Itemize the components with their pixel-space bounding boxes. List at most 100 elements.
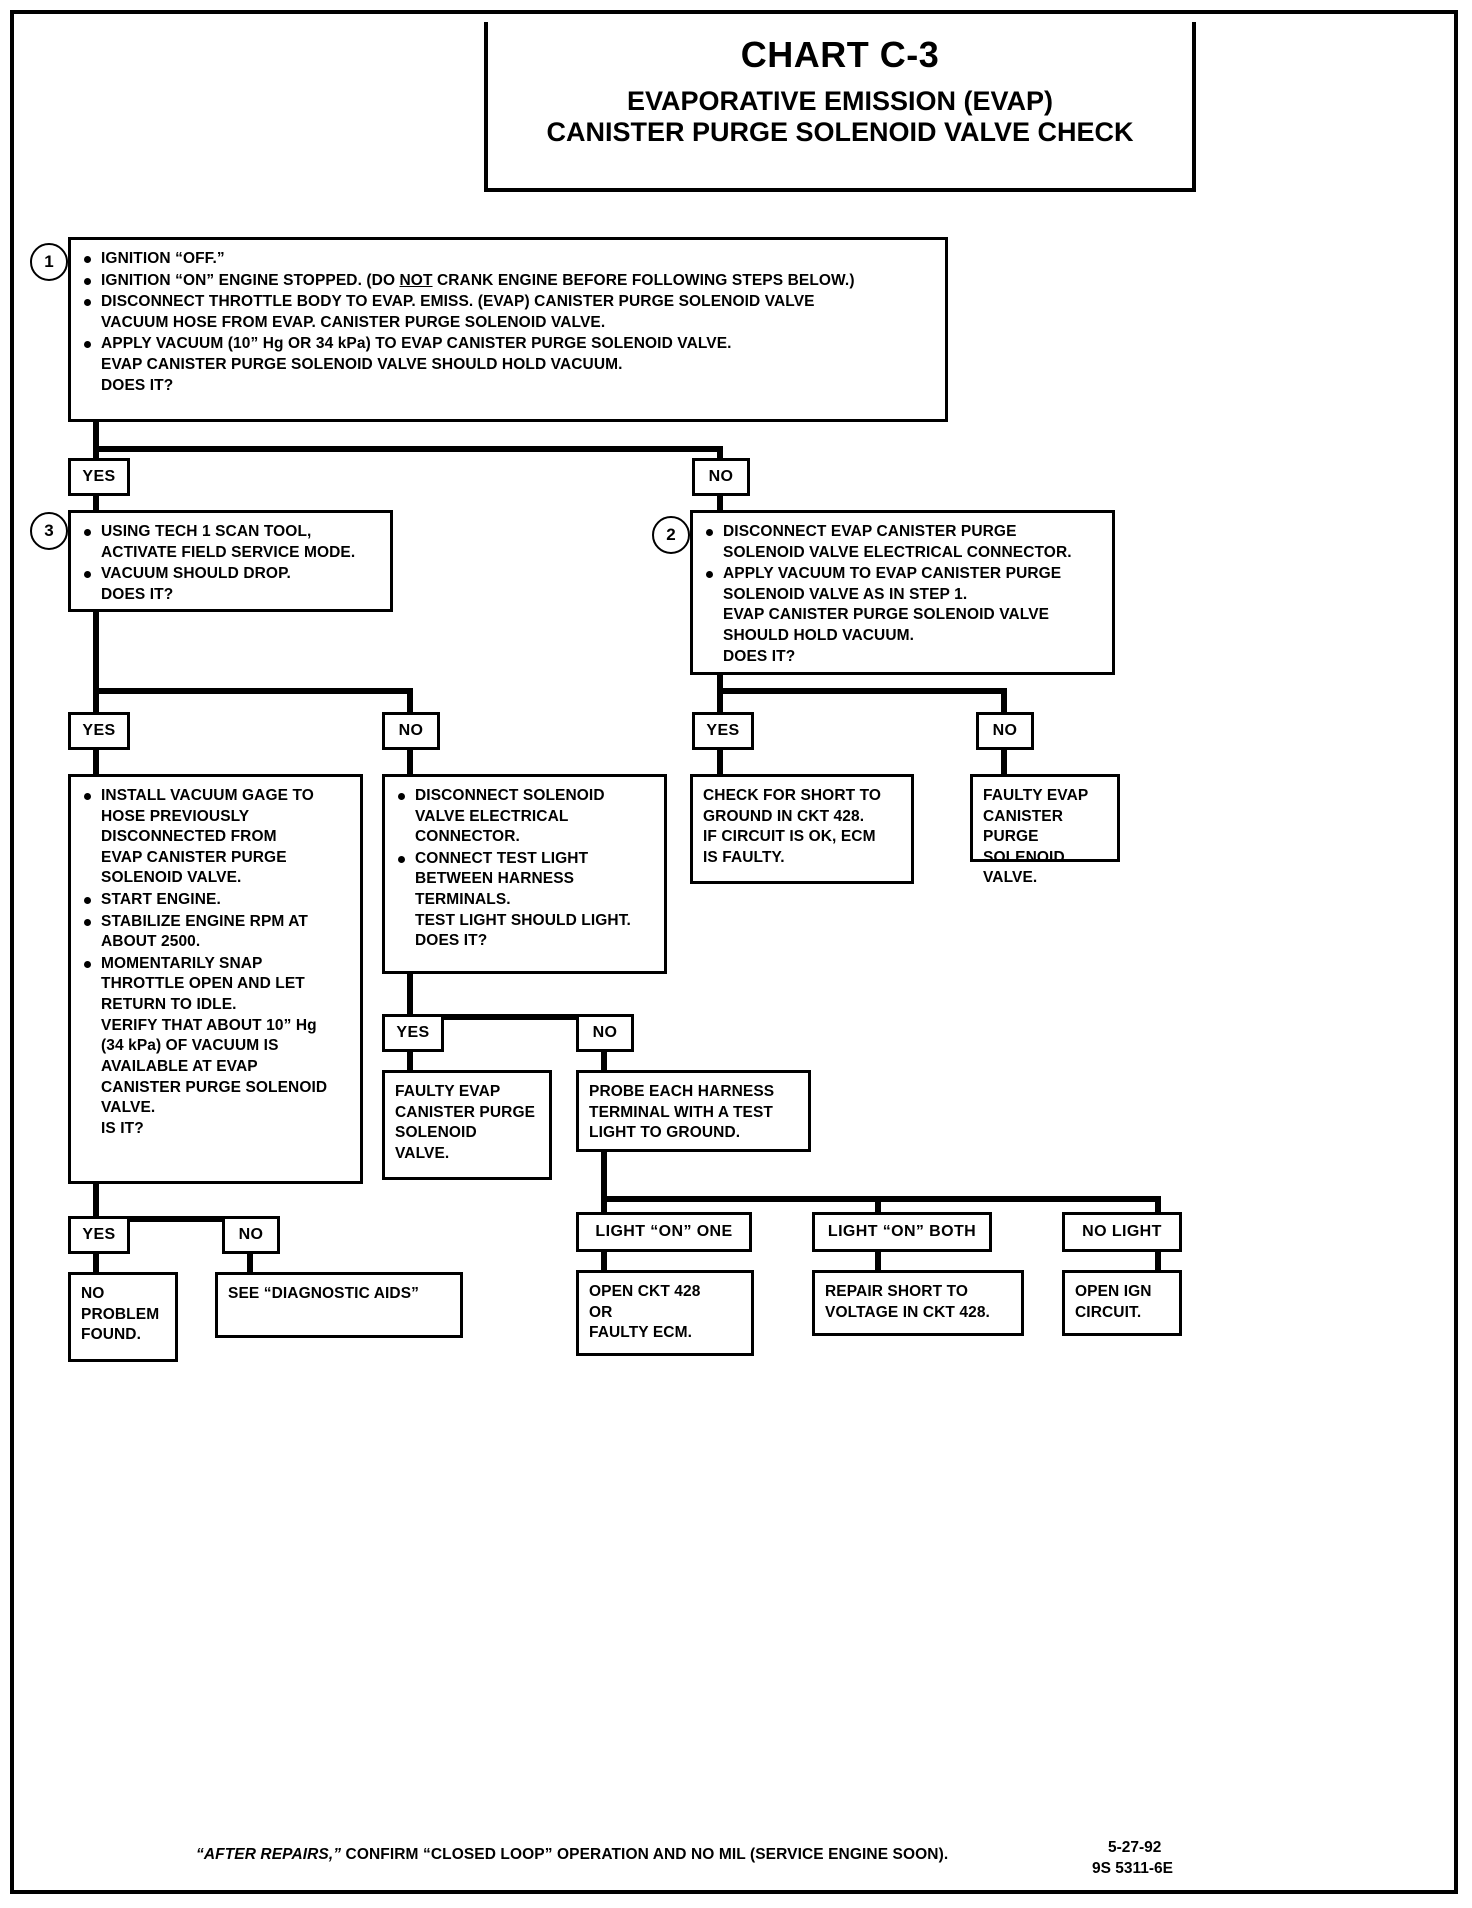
- branch-light-on-one[interactable]: LIGHT “ON” ONE: [576, 1212, 752, 1252]
- branch-no-light[interactable]: NO LIGHT: [1062, 1212, 1182, 1252]
- footer-note-italic: “AFTER REPAIRS,”: [196, 1846, 342, 1863]
- list-item: IGNITION “OFF.”: [71, 249, 939, 270]
- connector: [93, 446, 99, 462]
- connector: [1155, 1250, 1161, 1272]
- box-probe-each-harness-text: PROBE EACH HARNESS TERMINAL WITH A TEST …: [589, 1083, 775, 1142]
- b2-underline: NOT: [399, 271, 433, 289]
- box-no-problem-found: NO PROBLEM FOUND.: [68, 1272, 178, 1362]
- b2-post: CRANK ENGINE BEFORE FOLLOWING STEPS BELO…: [432, 271, 855, 289]
- footer-note-rest: CONFIRM “CLOSED LOOP” OPERATION AND NO M…: [341, 1846, 949, 1863]
- list-item: CONNECT TEST LIGHT BETWEEN HARNESS TERMI…: [385, 849, 658, 952]
- branch-yes-vacuum-available[interactable]: YES: [68, 1216, 130, 1254]
- branch-yes-test-light[interactable]: YES: [382, 1014, 444, 1052]
- chart-id: CHART C-3: [740, 34, 940, 75]
- list-item: DISCONNECT EVAP CANISTER PURGE SOLENOID …: [693, 522, 1106, 563]
- title-block: CHART C-3 EVAPORATIVE EMISSION (EVAP) CA…: [484, 22, 1196, 192]
- list-item: INSTALL VACUUM GAGE TO HOSE PREVIOUSLY D…: [71, 786, 354, 889]
- connector: [93, 446, 723, 452]
- footer-note: “AFTER REPAIRS,” CONFIRM “CLOSED LOOP” O…: [196, 1846, 948, 1864]
- connector: [407, 1014, 607, 1020]
- list-item: APPLY VACUUM (10” Hg OR 34 kPa) TO EVAP …: [71, 334, 939, 396]
- chart-title-line2: CANISTER PURGE SOLENOID VALVE CHECK: [546, 117, 1134, 148]
- list-item: APPLY VACUUM TO EVAP CANISTER PURGE SOLE…: [693, 564, 1106, 667]
- box-open-ign-circuit: OPEN IGN CIRCUIT.: [1062, 1270, 1182, 1336]
- connector: [1001, 688, 1007, 714]
- box-repair-short-to-voltage: REPAIR SHORT TO VOLTAGE IN CKT 428.: [812, 1270, 1024, 1336]
- connector: [93, 494, 99, 514]
- connector: [601, 1152, 607, 1226]
- box-see-diagnostic-aids: SEE “DIAGNOSTIC AIDS”: [215, 1272, 463, 1338]
- connector: [247, 1252, 253, 1274]
- connector: [93, 612, 99, 694]
- box-no-problem-found-text: NO PROBLEM FOUND.: [81, 1285, 160, 1344]
- list-item: MOMENTARILY SNAP THROTTLE OPEN AND LET R…: [71, 954, 354, 1139]
- box-open-ckt-428: OPEN CKT 428 OR FAULTY ECM.: [576, 1270, 754, 1356]
- connector: [717, 494, 723, 514]
- page-border: [10, 10, 1458, 1894]
- branch-yes-step1[interactable]: YES: [68, 458, 130, 496]
- list-item: VACUUM SHOULD DROP. DOES IT?: [71, 564, 384, 605]
- connector: [601, 1050, 607, 1072]
- branch-no-step1[interactable]: NO: [692, 458, 750, 496]
- connector: [601, 1196, 607, 1214]
- box-step-3: USING TECH 1 SCAN TOOL, ACTIVATE FIELD S…: [68, 510, 393, 612]
- connector: [407, 688, 413, 714]
- connector: [93, 422, 99, 452]
- footer-code: 9S 5311-6E: [1092, 1860, 1174, 1877]
- box-repair-short-text: REPAIR SHORT TO VOLTAGE IN CKT 428.: [825, 1283, 990, 1321]
- step-marker-2: 2: [652, 516, 690, 554]
- chart-title-line1: EVAPORATIVE EMISSION (EVAP): [626, 86, 1054, 116]
- box-install-vacuum-gage: INSTALL VACUUM GAGE TO HOSE PREVIOUSLY D…: [68, 774, 363, 1184]
- connector: [93, 1184, 99, 1222]
- connector: [407, 974, 413, 1020]
- box-faulty-evap-mid-text: FAULTY EVAP CANISTER PURGE SOLENOID VALV…: [395, 1083, 536, 1162]
- footer-date: 5-27-92: [1108, 1839, 1162, 1856]
- connector: [93, 1252, 99, 1274]
- connector: [93, 688, 413, 694]
- connector: [93, 1216, 253, 1222]
- b2-pre: IGNITION “ON” ENGINE STOPPED. (DO: [101, 271, 400, 289]
- box-check-short-text: CHECK FOR SHORT TO GROUND IN CKT 428. IF…: [703, 787, 882, 866]
- box-faulty-evap-right-text: FAULTY EVAP CANISTER PURGE SOLENOID VALV…: [983, 787, 1089, 887]
- box-step-2: DISCONNECT EVAP CANISTER PURGE SOLENOID …: [690, 510, 1115, 675]
- branch-no-vacuum-available[interactable]: NO: [222, 1216, 280, 1254]
- step-marker-3: 3: [30, 512, 68, 550]
- box-see-diagnostic-aids-text: SEE “DIAGNOSTIC AIDS”: [228, 1285, 419, 1302]
- box-check-short-to-ground: CHECK FOR SHORT TO GROUND IN CKT 428. IF…: [690, 774, 914, 884]
- list-item: DISCONNECT SOLENOID VALVE ELECTRICAL CON…: [385, 786, 658, 848]
- box-step-1-list: IGNITION “OFF.” IGNITION “ON” ENGINE STO…: [71, 240, 945, 403]
- connector: [717, 446, 723, 462]
- connector: [1001, 748, 1007, 776]
- branch-no-step3[interactable]: NO: [382, 712, 440, 750]
- connector: [875, 1250, 881, 1272]
- connector: [717, 748, 723, 776]
- connector: [875, 1196, 881, 1214]
- list-item: STABILIZE ENGINE RPM AT ABOUT 2500.: [71, 912, 354, 953]
- branch-no-test-light[interactable]: NO: [576, 1014, 634, 1052]
- box-install-vacuum-gage-list: INSTALL VACUUM GAGE TO HOSE PREVIOUSLY D…: [71, 777, 360, 1146]
- box-step-1: IGNITION “OFF.” IGNITION “ON” ENGINE STO…: [68, 237, 948, 422]
- connector: [93, 688, 99, 714]
- connector: [717, 688, 1007, 694]
- branch-yes-step3[interactable]: YES: [68, 712, 130, 750]
- box-open-ckt-428-text: OPEN CKT 428 OR FAULTY ECM.: [589, 1283, 701, 1342]
- box-open-ign-circuit-text: OPEN IGN CIRCUIT.: [1075, 1283, 1152, 1321]
- list-item: START ENGINE.: [71, 890, 354, 911]
- branch-no-step2[interactable]: NO: [976, 712, 1034, 750]
- connector: [407, 1050, 413, 1072]
- step-marker-1: 1: [30, 243, 68, 281]
- box-step-3-list: USING TECH 1 SCAN TOOL, ACTIVATE FIELD S…: [71, 513, 390, 612]
- connector: [1155, 1196, 1161, 1214]
- box-probe-each-harness: PROBE EACH HARNESS TERMINAL WITH A TEST …: [576, 1070, 811, 1152]
- connector: [407, 748, 413, 776]
- branch-yes-step2[interactable]: YES: [692, 712, 754, 750]
- box-step-2-list: DISCONNECT EVAP CANISTER PURGE SOLENOID …: [693, 513, 1112, 674]
- box-disconnect-solenoid-list: DISCONNECT SOLENOID VALVE ELECTRICAL CON…: [385, 777, 664, 959]
- connector: [93, 748, 99, 776]
- list-item: IGNITION “ON” ENGINE STOPPED. (DO NOT CR…: [71, 271, 939, 292]
- box-disconnect-solenoid-valve: DISCONNECT SOLENOID VALVE ELECTRICAL CON…: [382, 774, 667, 974]
- connector: [717, 675, 723, 713]
- connector: [601, 1196, 1161, 1202]
- branch-light-on-both[interactable]: LIGHT “ON” BOTH: [812, 1212, 992, 1252]
